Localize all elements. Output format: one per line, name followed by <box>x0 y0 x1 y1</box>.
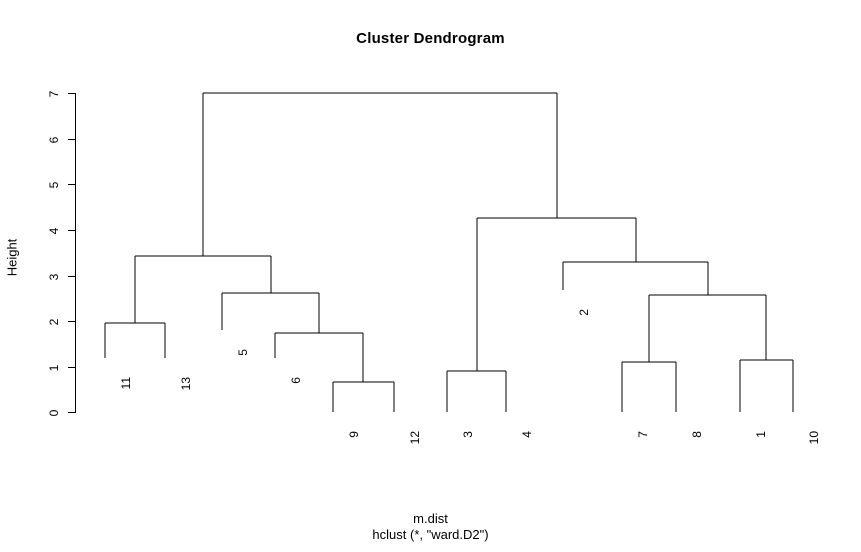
leaf-label-1: 1 <box>754 431 768 438</box>
y-tick-0 <box>68 412 75 413</box>
leaf-label-10: 10 <box>807 431 821 445</box>
leaf-label-11: 11 <box>119 377 133 390</box>
y-tick-2 <box>68 321 75 322</box>
leaf-label-8: 8 <box>690 431 704 438</box>
plot-subtitle: hclust (*, "ward.D2") <box>372 527 489 542</box>
y-tick-6 <box>68 139 75 140</box>
leaf-label-2: 2 <box>577 309 591 316</box>
leaf-label-7: 7 <box>636 431 650 438</box>
y-axis-line <box>75 93 76 413</box>
y-tick-1 <box>68 367 75 368</box>
x-axis-label: m.dist <box>413 511 448 526</box>
y-tick-3 <box>68 276 75 277</box>
leaf-label-3: 3 <box>461 431 475 438</box>
leaf-label-9: 9 <box>347 431 361 438</box>
leaf-label-4: 4 <box>520 431 534 438</box>
y-tick-5 <box>68 184 75 185</box>
leaf-label-12: 12 <box>408 431 422 445</box>
y-tick-4 <box>68 230 75 231</box>
leaf-label-13: 13 <box>179 377 193 391</box>
y-tick-7 <box>68 93 75 94</box>
leaf-label-6: 6 <box>289 377 303 384</box>
page-title: Cluster Dendrogram <box>356 30 505 47</box>
leaf-label-5: 5 <box>236 349 250 356</box>
